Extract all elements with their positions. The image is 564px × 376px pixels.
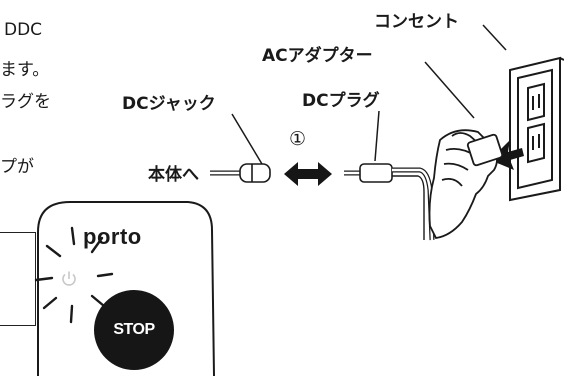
stop-button[interactable]: STOP <box>94 290 174 370</box>
double-arrow <box>284 162 332 186</box>
dc-jack-connector <box>210 163 271 183</box>
brand-logo: porto <box>83 224 142 249</box>
dc-jack-label: DCジャック <box>122 94 216 114</box>
ac-adapter-label: ACアダプター <box>262 46 373 66</box>
instruction-line-2: ます。 <box>0 60 50 80</box>
power-icon <box>60 270 78 288</box>
instruction-line-3: ラグを <box>0 92 51 112</box>
step-1-marker: ① <box>289 128 307 150</box>
dc-plug-connector <box>344 163 435 241</box>
stop-button-label: STOP <box>113 321 155 338</box>
instruction-line-4: プが <box>0 157 34 177</box>
to-unit-label: 本体へ <box>148 165 199 185</box>
hand-with-adapter <box>428 129 504 239</box>
leader-lines <box>231 24 507 165</box>
instruction-line-1: DDC <box>4 20 43 40</box>
outlet-label: コンセント <box>374 12 459 32</box>
insert-arrow <box>490 140 524 170</box>
wall-outlet <box>509 56 564 202</box>
dc-plug-label: DCプラグ <box>302 91 380 111</box>
